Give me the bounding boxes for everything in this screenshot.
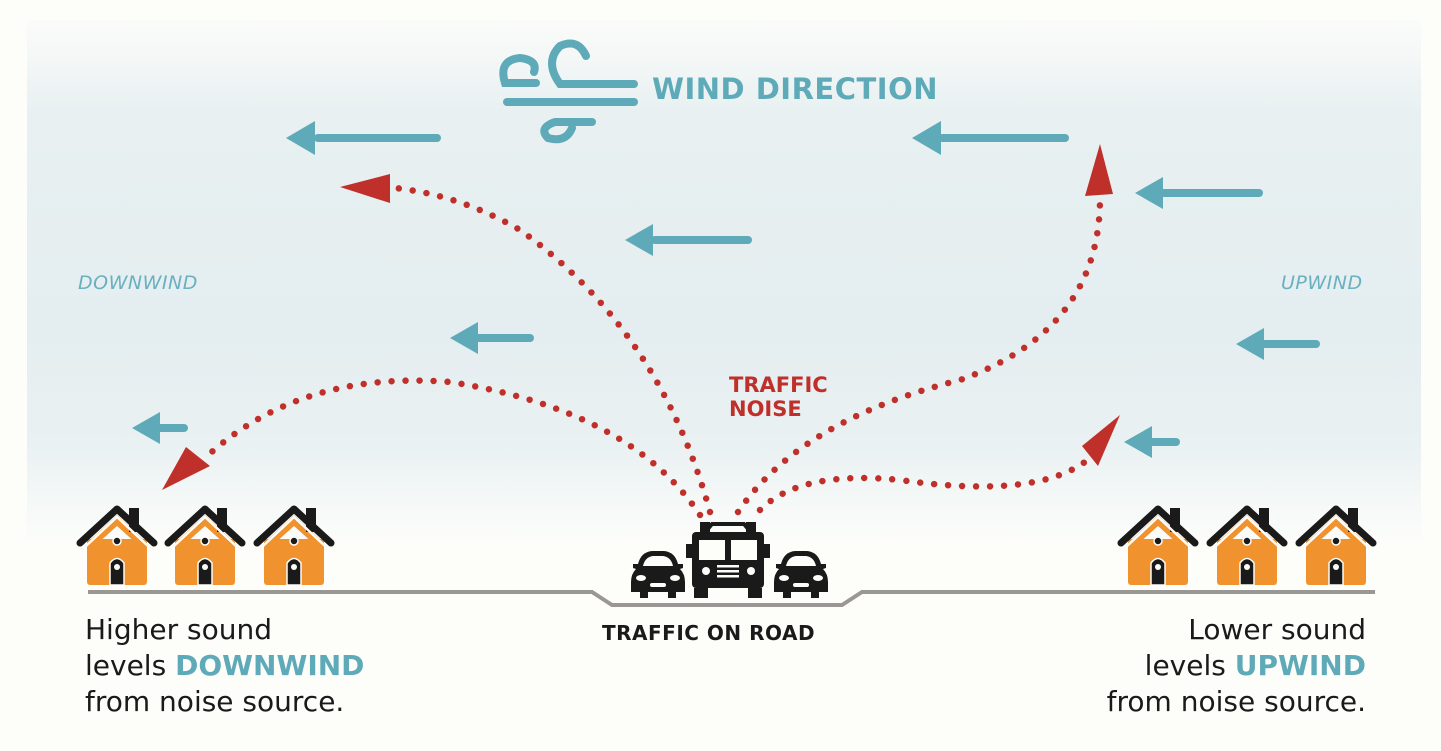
caption-upwind: Lower sound levels UPWIND from noise sou…	[1107, 612, 1366, 720]
caption-line: levels DOWNWIND	[85, 648, 364, 684]
downwind-label: DOWNWIND	[78, 272, 198, 294]
arrow-left-icon	[286, 121, 441, 155]
noise-path-far-right	[734, 194, 1104, 516]
house-icon	[1299, 508, 1373, 585]
sky-background	[27, 20, 1421, 540]
arrow-left-icon	[132, 412, 188, 444]
wind-direction-title: WIND DIRECTION	[652, 72, 938, 106]
caption-highlight: DOWNWIND	[175, 649, 365, 682]
road-line	[88, 590, 1375, 607]
caption-highlight: UPWIND	[1234, 649, 1366, 682]
arrowhead-icon	[1085, 144, 1113, 196]
traffic-noise-line1: TRAFFIC	[729, 373, 828, 397]
caption-text: levels	[85, 649, 176, 682]
caption-line: Lower sound	[1188, 613, 1366, 646]
noise-path-low-right	[756, 454, 1094, 514]
caption-line: levels UPWIND	[1107, 648, 1366, 684]
wind-arrows	[132, 121, 1320, 458]
traffic-noise-label: TRAFFIC NOISE	[729, 373, 828, 421]
houses-downwind	[80, 508, 331, 585]
caption-line: from noise source.	[85, 685, 345, 718]
houses-upwind	[1121, 508, 1373, 585]
arrowhead-icon	[340, 174, 390, 203]
arrow-left-icon	[1236, 328, 1320, 360]
wind-icon	[499, 39, 638, 144]
car-icon	[631, 551, 685, 598]
caption-downwind: Higher sound levels DOWNWIND from noise …	[85, 612, 364, 720]
arrow-left-icon	[625, 224, 752, 256]
arrow-left-icon	[1135, 177, 1263, 209]
traffic-noise-line2: NOISE	[729, 397, 802, 421]
upwind-label: UPWIND	[1281, 272, 1363, 294]
traffic-on-road-label: TRAFFIC ON ROAD	[602, 621, 816, 645]
house-icon	[1121, 508, 1195, 585]
noise-path-low-left	[201, 377, 704, 519]
arrowhead-icon	[1082, 415, 1120, 466]
arrow-left-icon	[912, 121, 1069, 155]
caption-text: levels	[1144, 649, 1235, 682]
noise-arrowheads	[162, 144, 1120, 490]
house-icon	[257, 508, 331, 585]
arrow-left-icon	[1124, 426, 1180, 458]
house-icon	[80, 508, 154, 585]
fire-truck-icon	[686, 522, 770, 598]
caption-line: from noise source.	[1106, 685, 1366, 718]
noise-paths	[201, 184, 1104, 519]
arrowhead-icon	[162, 447, 210, 490]
car-icon	[774, 551, 828, 598]
house-icon	[1210, 508, 1284, 585]
arrow-left-icon	[450, 322, 534, 354]
house-icon	[168, 508, 242, 585]
caption-line: Higher sound	[85, 613, 272, 646]
